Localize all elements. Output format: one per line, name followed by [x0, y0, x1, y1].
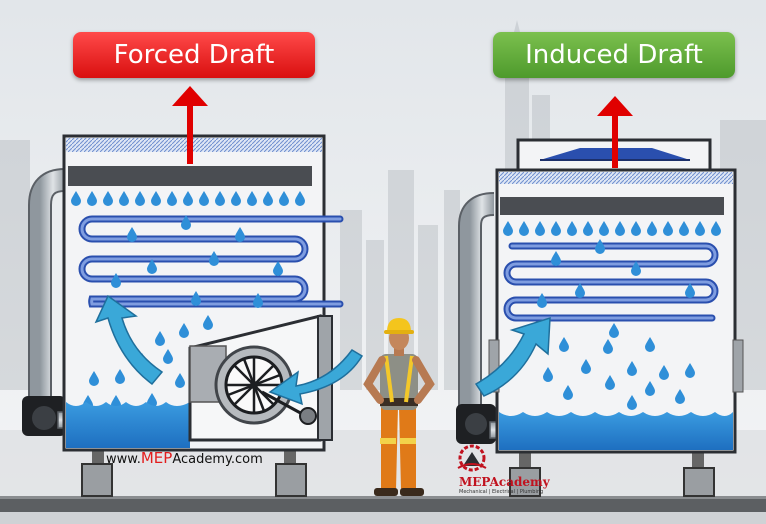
tower-casing — [495, 168, 737, 454]
mep-academy-logo — [457, 444, 487, 472]
website-url: www.MEPAcademy.com — [106, 449, 263, 467]
air-flow-arrow — [94, 294, 164, 386]
ground-rail — [0, 496, 766, 512]
website-prefix: www. — [106, 452, 141, 467]
air-intake-arrow — [268, 349, 364, 406]
air-intake-arrow — [474, 316, 551, 397]
motor — [299, 407, 317, 425]
basin-water — [499, 412, 733, 450]
worker-figure — [363, 318, 435, 496]
basin-water — [66, 402, 190, 448]
induced-draft-tower — [456, 96, 744, 497]
spray-header — [68, 166, 312, 186]
forced-draft-label: Forced Draft — [73, 32, 315, 78]
blower-fan — [214, 345, 294, 425]
exhaust-arrow — [172, 86, 208, 164]
spray-header — [500, 197, 724, 215]
induced-draft-label: Induced Draft — [493, 32, 735, 78]
website-middle: Academy — [172, 452, 231, 467]
logo-name: MEPAcademy — [459, 475, 550, 489]
website-accent: MEP — [140, 449, 173, 467]
website-suffix: .com — [230, 452, 263, 467]
logo-tagline: Mechanical | Electrical | Plumbing — [459, 489, 544, 495]
forced-draft-tower — [22, 86, 364, 497]
exhaust-arrow — [597, 96, 633, 168]
